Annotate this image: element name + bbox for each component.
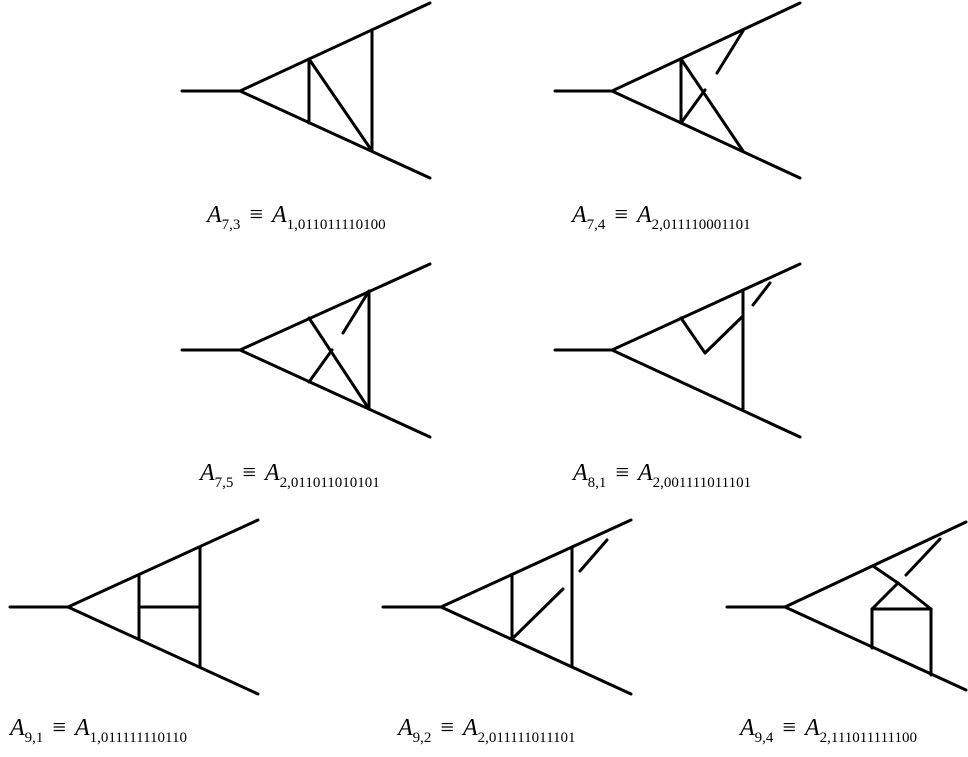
label-a7-5: A7,5≡A2,011011010101: [200, 460, 380, 491]
propagator-segment: [341, 289, 371, 335]
propagator-segment: [510, 587, 565, 641]
lower-outgoing-leg: [238, 89, 432, 180]
upper-outgoing-leg: [610, 1, 802, 93]
propagator-segment: [679, 88, 707, 125]
propagator-segment: [751, 281, 772, 307]
lower-outgoing-leg: [66, 605, 260, 696]
diagram-a9-4: [725, 520, 968, 692]
upper-outgoing-leg: [238, 262, 432, 352]
propagator: [307, 57, 374, 153]
propagator-segment: [715, 29, 745, 75]
propagator: [871, 564, 900, 585]
lower-outgoing-leg: [238, 348, 432, 439]
label-a9-2: A9,2≡A2,011111011101: [398, 715, 576, 746]
diagram-a9-2: [381, 518, 633, 696]
lower-outgoing-leg: [783, 605, 968, 692]
label-a9-1: A9,1≡A1,011111110110: [10, 715, 187, 746]
propagator: [896, 581, 933, 611]
label-a7-4: A7,4≡A2,011110001101: [572, 202, 751, 233]
upper-outgoing-leg: [439, 518, 633, 609]
upper-outgoing-leg: [783, 520, 968, 609]
diagram-a9-1: [8, 518, 260, 696]
upper-outgoing-leg: [610, 262, 802, 352]
propagator: [870, 581, 900, 611]
diagram-a8-1: [553, 262, 802, 439]
lower-outgoing-leg: [610, 348, 802, 439]
label-a9-4: A9,4≡A2,111011111100: [740, 715, 917, 746]
propagator-segment: [904, 537, 942, 577]
upper-outgoing-leg: [66, 518, 260, 609]
label-a7-3: A7,3≡A1,011011110100: [207, 202, 386, 233]
diagram-a7-4: [553, 1, 802, 180]
upper-outgoing-leg: [238, 1, 432, 93]
propagator-segment: [578, 538, 609, 573]
propagator: [679, 57, 745, 153]
lower-outgoing-leg: [610, 89, 802, 180]
propagator: [679, 316, 707, 355]
propagator-segment: [703, 314, 745, 355]
label-a8-1: A8,1≡A2,001111011101: [573, 460, 752, 491]
propagator-segment: [307, 348, 334, 384]
diagram-a7-3: [180, 1, 432, 180]
propagator: [307, 316, 371, 411]
diagram-a7-5: [180, 262, 432, 439]
lower-outgoing-leg: [439, 605, 633, 696]
